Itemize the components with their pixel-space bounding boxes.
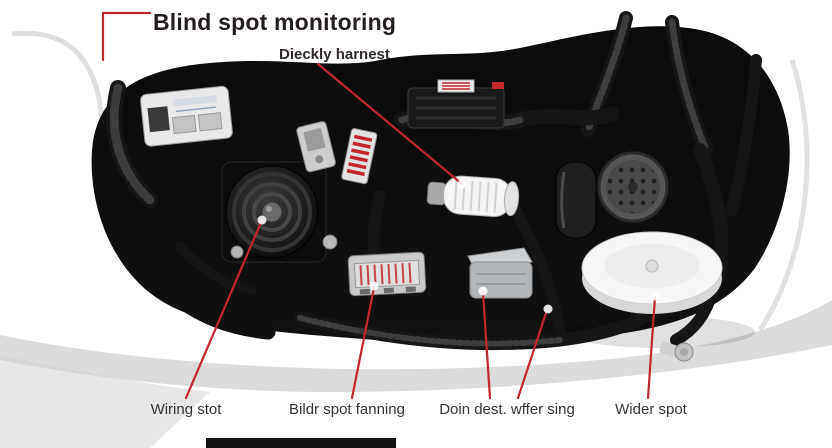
diagram-title: Blind spot monitoring: [153, 9, 397, 35]
top-harness-module: [407, 79, 505, 129]
bottom-trim-strip: [206, 438, 396, 448]
relay-striped: [341, 128, 378, 185]
white-disc-sensor: [581, 231, 723, 314]
perforated-disc: [597, 151, 669, 223]
junction-block: [467, 247, 533, 299]
striped-connector: [347, 251, 427, 297]
bolt: [659, 341, 694, 362]
hoses: [106, 11, 762, 351]
callout-label-harness: Dieckly harnest: [279, 46, 390, 63]
control-module: [140, 85, 233, 147]
canister: [555, 161, 597, 239]
callout-label-wider-spot: Wider spot: [615, 401, 687, 418]
car-body-contours: [11, 30, 810, 332]
callout-label-dest-wffer: Doin dest. wffer sing: [439, 401, 575, 418]
fan-assembly: [221, 161, 338, 263]
callout-label-spot-fanning: Bildr spot fanning: [289, 401, 405, 418]
callout-lines: [101, 11, 660, 400]
small-sensor: [296, 121, 336, 173]
callout-label-wiring: Wiring stot: [150, 401, 222, 418]
